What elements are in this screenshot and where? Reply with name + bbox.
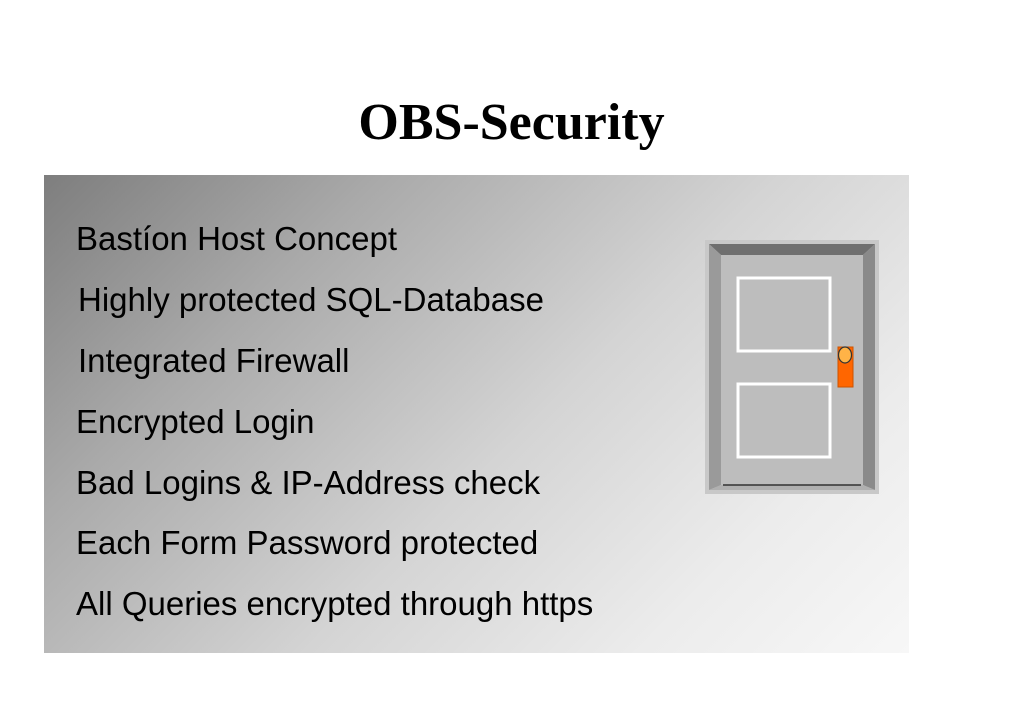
bullet-item: Encrypted Login: [76, 403, 315, 440]
bullet-item: Each Form Password protected: [76, 524, 539, 561]
bullet-item: Bastíon Host Concept: [76, 220, 398, 257]
bullet-item: Highly protected SQL-Database: [78, 281, 544, 318]
door-icon: [705, 240, 879, 494]
bullet-item: All Queries encrypted through https: [76, 585, 594, 622]
bullet-item: Integrated Firewall: [78, 342, 350, 379]
bullet-item: Bad Logins & IP-Address check: [76, 464, 541, 501]
content-panel: Bastíon Host Concept Highly protected SQ…: [44, 175, 909, 653]
slide-title: OBS-Security: [358, 94, 665, 151]
